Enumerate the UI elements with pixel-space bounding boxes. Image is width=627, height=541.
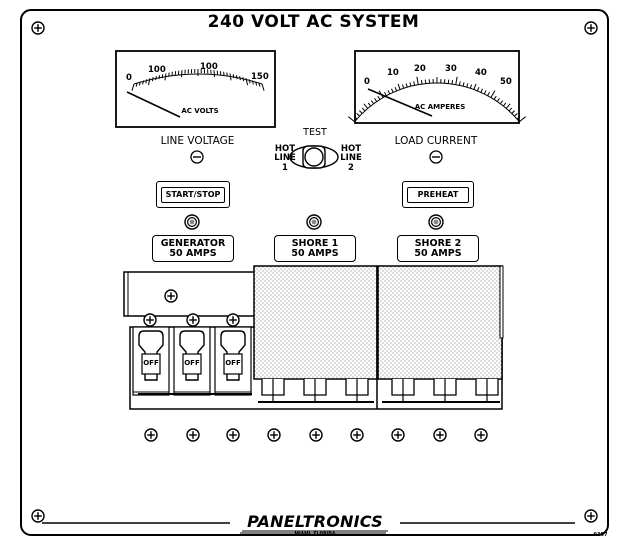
mounting-screw bbox=[350, 428, 364, 442]
mounting-screw bbox=[144, 428, 158, 442]
ammeter-tick-label-4: 40 bbox=[475, 68, 487, 78]
mounting-screw bbox=[433, 428, 447, 442]
shore2-breaker-cover bbox=[377, 265, 503, 380]
selector-left-label: HOT LINE 1 bbox=[274, 144, 296, 173]
mounting-screw bbox=[267, 428, 281, 442]
start-stop-button-label: START/STOP bbox=[160, 186, 226, 203]
breaker-off-label-2: OFF bbox=[184, 359, 200, 367]
voltage-indicator bbox=[190, 150, 204, 164]
mounting-screw bbox=[309, 428, 323, 442]
selector-test-label: TEST bbox=[303, 127, 327, 138]
corner-screw bbox=[31, 509, 45, 523]
selector-toggle-hitbox[interactable] bbox=[290, 146, 338, 168]
breaker-off-label-1: OFF bbox=[143, 359, 159, 367]
selector-right-label: HOT LINE 2 bbox=[340, 144, 362, 173]
mounting-screw bbox=[226, 428, 240, 442]
breaker-off-label-3: OFF bbox=[225, 359, 241, 367]
ammeter-tick-label-2: 20 bbox=[414, 64, 426, 74]
preheat-button[interactable]: PREHEAT bbox=[402, 181, 474, 208]
mounting-screw bbox=[186, 428, 200, 442]
voltmeter-bezel bbox=[115, 50, 276, 128]
shore2-lamp bbox=[428, 214, 444, 230]
selector-switch bbox=[289, 145, 339, 169]
voltmeter-scale bbox=[133, 73, 263, 85]
mounting-screw bbox=[474, 428, 488, 442]
voltmeter-tick-label-1: 100 bbox=[148, 65, 166, 75]
corner-screw bbox=[584, 21, 598, 35]
shore1-breaker-cover bbox=[253, 265, 378, 380]
ammeter-ticks bbox=[348, 76, 526, 123]
current-indicator bbox=[429, 150, 443, 164]
ammeter-tick-label-5: 50 bbox=[500, 77, 512, 87]
ammeter-scale-label: AC AMPERES bbox=[414, 103, 466, 111]
interlock-screw bbox=[164, 289, 178, 303]
mounting-screw bbox=[391, 428, 405, 442]
voltmeter-tick-label-0: 0 bbox=[126, 73, 132, 83]
ammeter-tick-label-3: 30 bbox=[445, 64, 457, 74]
ammeter-tick-label-1: 10 bbox=[387, 68, 399, 78]
generator-lamp bbox=[184, 214, 200, 230]
corner-screw bbox=[584, 509, 598, 523]
brand-logo: PANELTRONICS bbox=[230, 514, 400, 530]
part-number: 9307 bbox=[593, 532, 608, 538]
line-voltage-caption: LINE VOLTAGE bbox=[160, 135, 235, 147]
shore1-lamp bbox=[306, 214, 322, 230]
voltmeter-tick-label-3: 150 bbox=[251, 72, 269, 82]
generator-breakers bbox=[132, 326, 252, 396]
panel-title: 240 VOLT AC SYSTEM bbox=[190, 14, 437, 31]
interlock-plate bbox=[123, 271, 259, 317]
load-current-caption: LOAD CURRENT bbox=[394, 135, 478, 147]
brand-city: MIAMI, FLORIDA bbox=[294, 532, 336, 537]
voltmeter-ticks bbox=[131, 69, 265, 91]
ammeter-needle bbox=[367, 88, 433, 117]
voltmeter-scale-label: AC VOLTS bbox=[181, 107, 219, 115]
corner-screw bbox=[31, 21, 45, 35]
preheat-button-label: PREHEAT bbox=[406, 186, 470, 203]
ammeter-bezel bbox=[354, 50, 520, 124]
voltmeter-needle bbox=[126, 91, 181, 118]
ammeter-tick-label-0: 0 bbox=[364, 77, 370, 87]
voltmeter-tick-label-2: 100 bbox=[200, 62, 218, 72]
start-stop-button[interactable]: START/STOP bbox=[156, 181, 230, 208]
